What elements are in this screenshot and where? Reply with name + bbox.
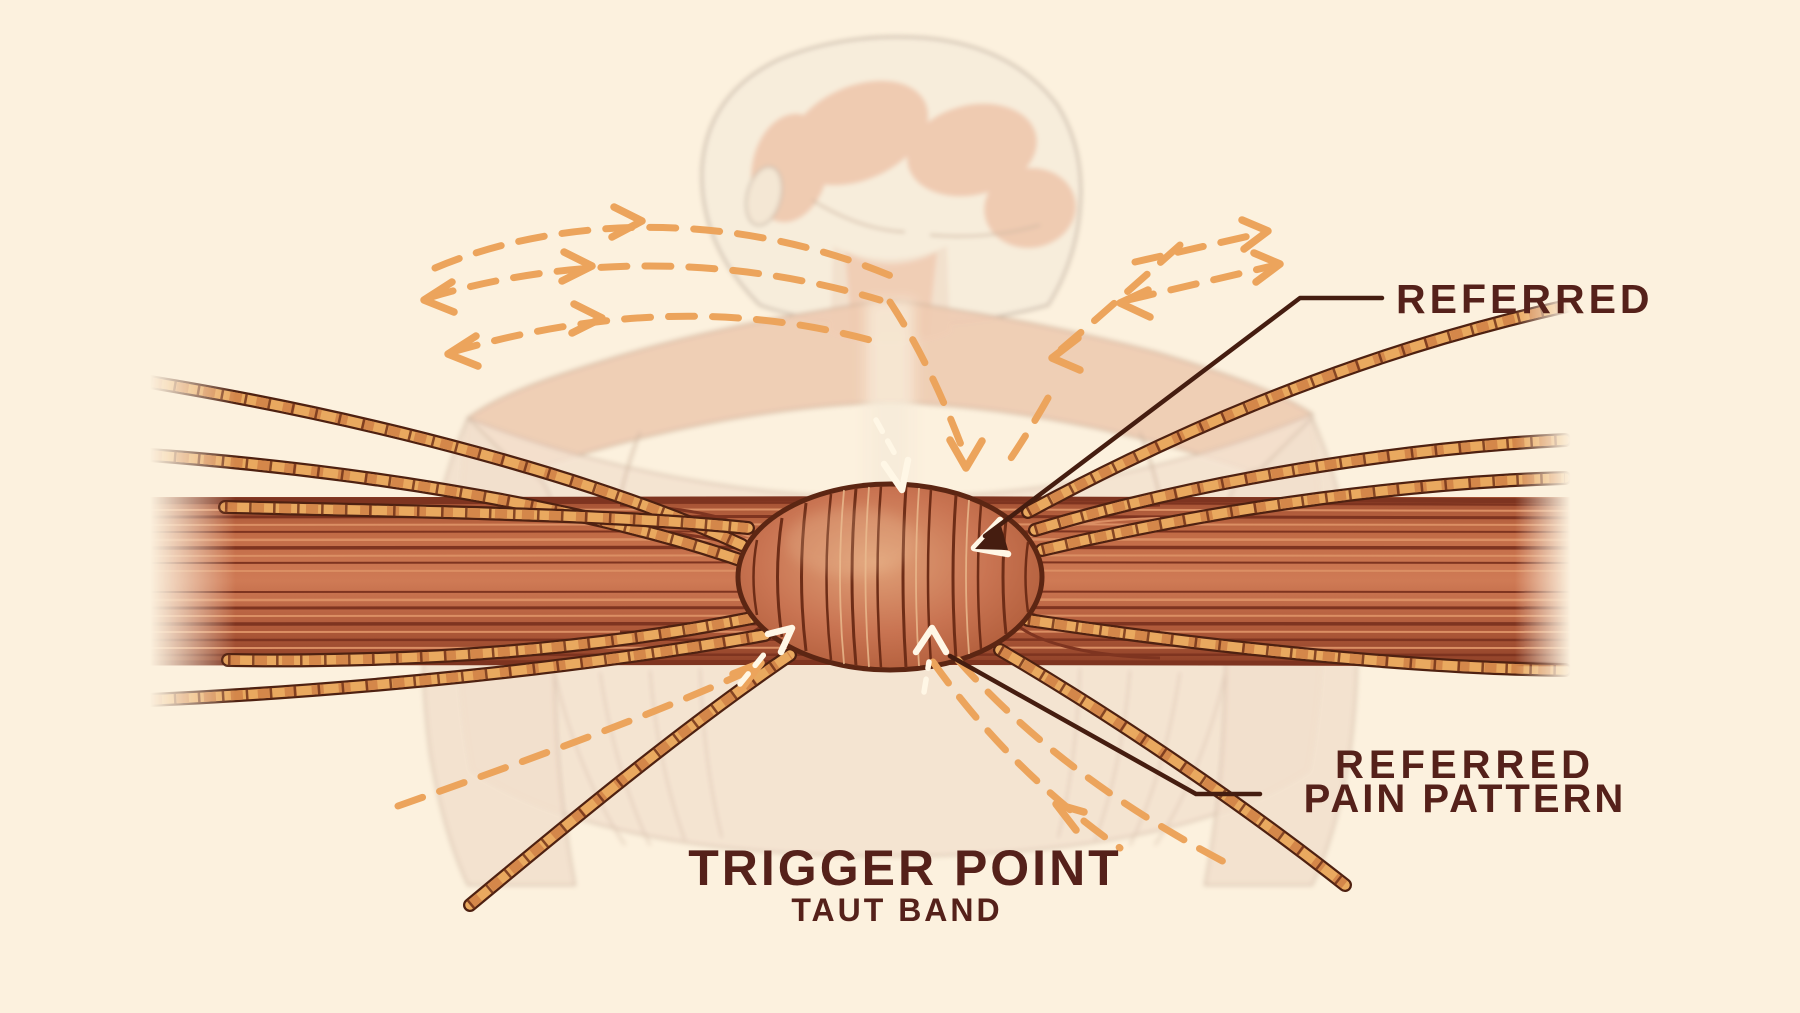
dashed-arrow	[420, 248, 884, 316]
dashed-arrow	[886, 298, 986, 472]
trigger-point-knot	[735, 481, 1045, 673]
dashed-arrow	[394, 659, 765, 810]
label-referred-pain-pattern-line2: PAIN PATTERN	[1304, 777, 1627, 821]
referred-pain-arrows	[394, 203, 1284, 869]
white-arrow	[912, 624, 950, 695]
label-referred: REFERRED	[1396, 276, 1654, 322]
dashed-arrow	[444, 300, 874, 370]
white-arrow	[737, 624, 796, 687]
white-arrow	[873, 417, 912, 494]
leader-line-referred	[975, 295, 1385, 550]
ear-icon	[744, 165, 784, 227]
knot-highlight	[786, 508, 918, 576]
leader-line-pain-pattern	[947, 653, 1263, 797]
label-taut-band: TAUT BAND	[791, 892, 1002, 928]
dashed-arrow	[1116, 249, 1284, 321]
dashed-arrow	[1131, 216, 1272, 266]
label-referred-pain-pattern-line1: REFERRED	[1335, 743, 1595, 787]
dashed-arrow	[1048, 241, 1184, 374]
dashed-arrow	[954, 656, 1234, 869]
label-trigger-point: TRIGGER POINT	[688, 840, 1121, 896]
dashed-arrow	[431, 203, 909, 286]
dashed-arrow	[929, 658, 1124, 852]
dashed-arrow	[999, 394, 1052, 474]
head	[700, 35, 1082, 326]
